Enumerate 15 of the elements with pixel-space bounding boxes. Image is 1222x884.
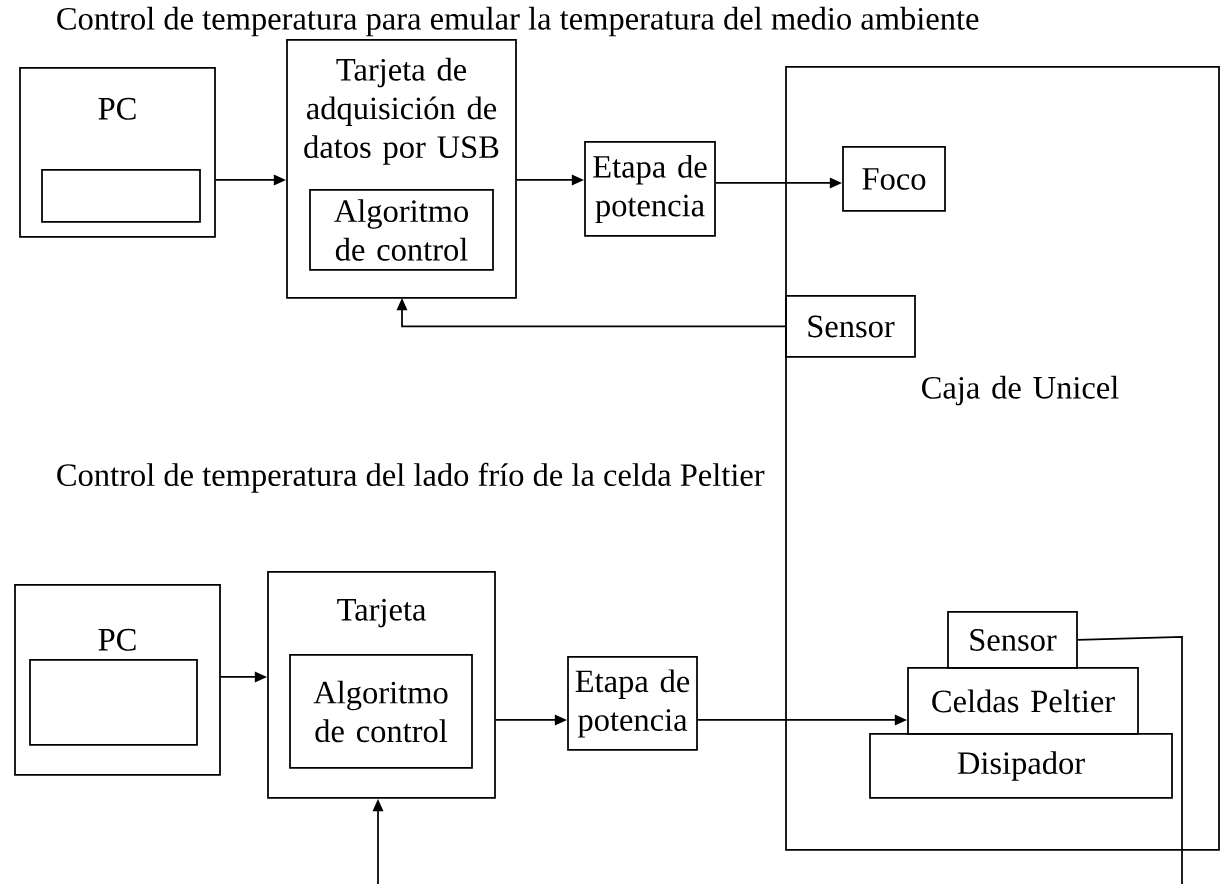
process-box: Algoritmo de control (309, 189, 494, 271)
process-box: Celdas Peltier (907, 667, 1139, 735)
block-box: PC (14, 584, 221, 776)
heading: Control de temperatura del lado frío de la celda Peltier (57, 462, 765, 493)
process-box: Sensor (947, 611, 1078, 669)
empty-box (29, 659, 198, 746)
process-box: Foco (842, 146, 946, 212)
process-box: Algoritmo de control (289, 654, 473, 769)
block-box: PC (19, 67, 216, 238)
process-box: Etapa de potencia (584, 141, 716, 237)
process-box: Disipador (869, 733, 1173, 799)
process-box: Etapa de potencia (567, 656, 698, 751)
process-box: Sensor (785, 295, 916, 358)
heading: Control de temperatura para emular la temperatura del medio ambiente (57, 6, 979, 37)
empty-box (41, 169, 201, 223)
